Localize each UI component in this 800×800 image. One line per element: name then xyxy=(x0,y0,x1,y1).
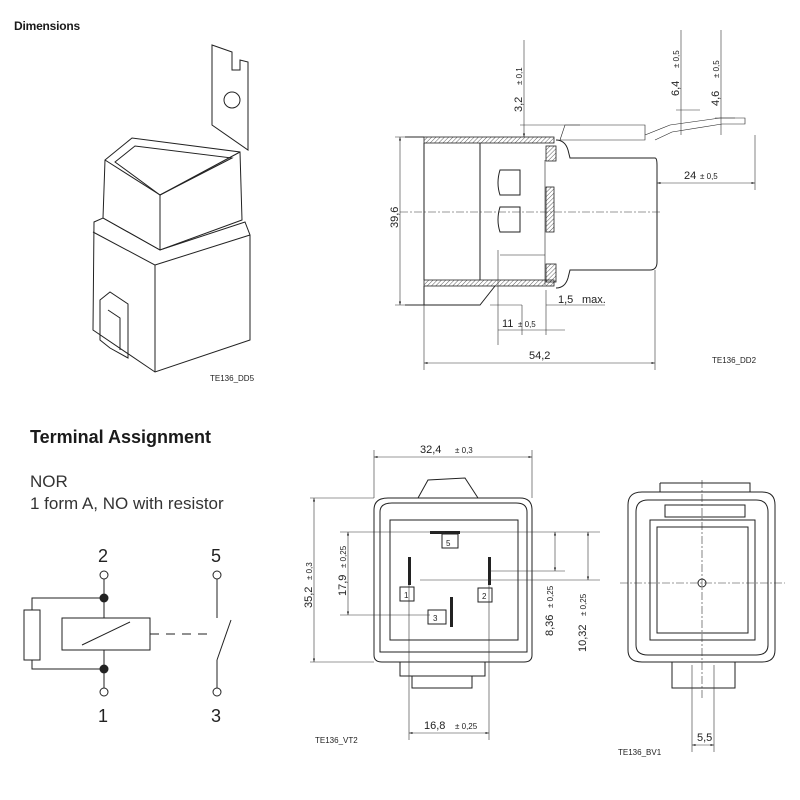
relay-bottom-view: 5,5 TE136_BV1 xyxy=(618,480,785,757)
front-view-ref: TE136_VT2 xyxy=(315,736,358,745)
dim-35-2-tol: ± 0,3 xyxy=(305,562,314,580)
pin-2-label: 2 xyxy=(482,592,487,601)
bottom-view-ref: TE136_BV1 xyxy=(618,748,662,757)
relay-perspective-view: TE136_DD5 xyxy=(92,44,255,383)
dim-10-32-tol: ± 0,25 xyxy=(579,593,588,616)
dim-6-4: 6,4 xyxy=(670,81,682,96)
dim-6-4-tol: ± 0,5 xyxy=(672,50,681,68)
pin-1-label: 1 xyxy=(404,591,409,600)
terminal-1-label: 1 xyxy=(98,706,108,726)
dim-8-36-tol: ± 0,25 xyxy=(546,585,555,608)
contact-description: 1 form A, NO with resistor xyxy=(30,494,224,513)
terminal-5-label: 5 xyxy=(211,546,221,566)
dim-16-8: 16,8 xyxy=(424,720,445,732)
dim-1-5: 1,5 xyxy=(558,294,573,306)
terminal-assignment-heading: Terminal Assignment xyxy=(30,427,212,447)
dim-11: 11 xyxy=(502,318,513,330)
dim-17-9-tol: ± 0,25 xyxy=(339,545,348,568)
dim-4-6-tol: ± 0,5 xyxy=(712,60,721,78)
dim-32-4-tol: ± 0,3 xyxy=(455,446,473,455)
terminal-3-label: 3 xyxy=(211,706,221,726)
dim-24: 24 xyxy=(684,170,696,182)
type-code: NOR xyxy=(30,472,68,491)
dim-16-8-tol: ± 0,25 xyxy=(455,722,478,731)
dim-24-tol: ± 0,5 xyxy=(700,172,718,181)
dim-3-2: 3,2 xyxy=(513,97,525,112)
dim-39-6: 39,6 xyxy=(389,207,401,228)
dim-54-2: 54,2 xyxy=(529,350,550,362)
dim-10-32: 10,32 xyxy=(577,624,589,652)
dim-32-4: 32,4 xyxy=(420,444,441,456)
perspective-ref: TE136_DD5 xyxy=(210,374,255,383)
dim-17-9: 17,9 xyxy=(337,575,349,596)
dim-3-2-tol: ± 0,1 xyxy=(515,67,524,85)
dim-4-6: 4,6 xyxy=(710,91,722,106)
dimensions-heading: Dimensions xyxy=(14,19,81,33)
dim-5-5: 5,5 xyxy=(697,732,712,744)
pin-3-label: 3 xyxy=(433,614,438,623)
terminal-2-label: 2 xyxy=(98,546,108,566)
dim-8-36: 8,36 xyxy=(544,615,556,636)
terminal-schematic: 2 5 1 3 xyxy=(23,546,232,726)
pin-5-label: 5 xyxy=(446,539,451,548)
side-view-ref: TE136_DD2 xyxy=(712,356,757,365)
relay-side-view: 39,6 3,2 ± 0,1 6,4 ± 0,5 4,6 ± 0,5 24 ± … xyxy=(389,30,757,370)
dim-35-2: 35,2 xyxy=(303,587,315,608)
dim-1-5-note: max. xyxy=(582,294,606,306)
dim-11-tol: ± 0,5 xyxy=(518,320,536,329)
relay-front-view: 5 1 2 3 32,4 ± 0,3 35,2 ± 0,3 17,9 ± 0,2… xyxy=(303,444,600,745)
